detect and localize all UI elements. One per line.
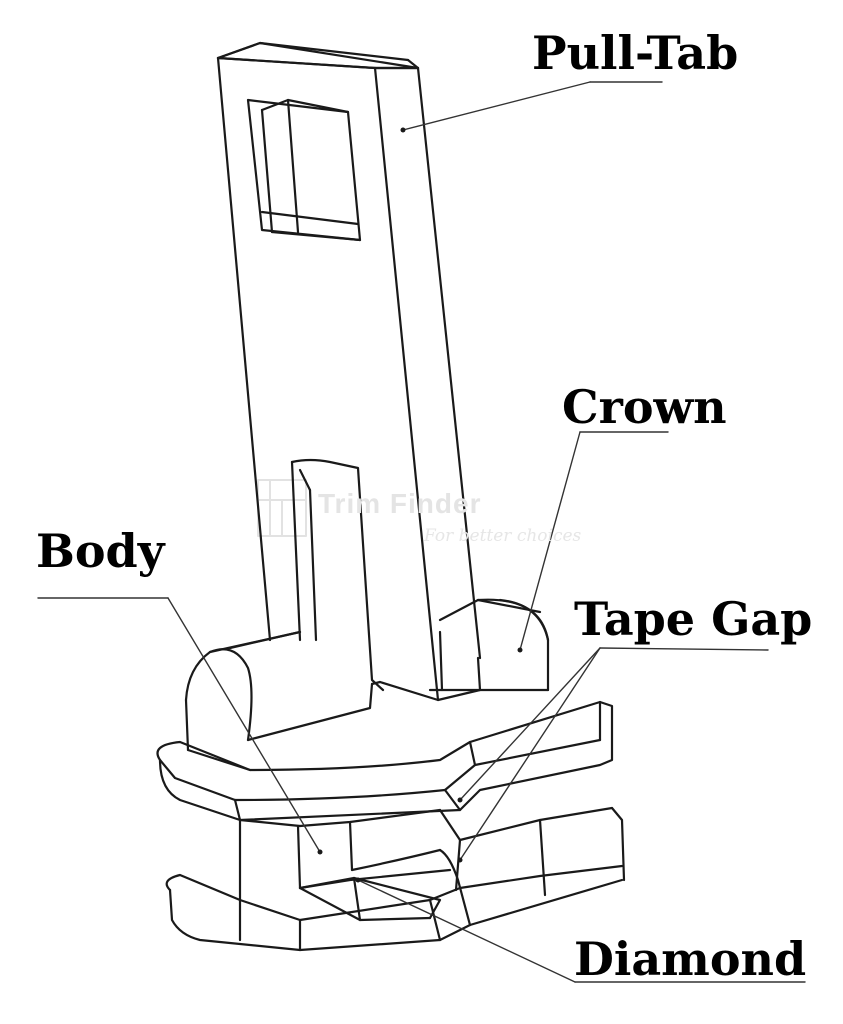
body-dot xyxy=(317,849,323,855)
watermark-logo-icon xyxy=(257,479,307,537)
watermark-tagline: For better choices xyxy=(424,526,582,546)
pull-tab-dot xyxy=(400,127,406,133)
crown-shape xyxy=(184,598,550,772)
lower-plate-shape xyxy=(165,848,624,952)
tape-gap-label: Tape Gap xyxy=(574,592,813,646)
crown-label: Crown xyxy=(562,380,727,434)
tape-gap-leader-line-1 xyxy=(459,647,601,801)
diamond-leader-line xyxy=(357,879,576,983)
diamond-label: Diamond xyxy=(574,932,807,986)
watermark-brand: Trim Finder xyxy=(318,488,482,519)
leader-dots xyxy=(317,127,523,883)
tape-gap-leader-line-2 xyxy=(459,647,601,861)
pull-tab-shape xyxy=(216,41,482,702)
leader-lines xyxy=(37,81,806,983)
diamond-dot xyxy=(355,877,361,883)
upper-plate-shape xyxy=(156,700,614,822)
pull-tab-leader-line xyxy=(402,81,591,131)
crown-leader-line xyxy=(519,431,581,651)
body-label: Body xyxy=(36,524,165,578)
diamond-shape xyxy=(298,876,442,922)
crown-dot xyxy=(517,647,523,653)
tape-gap-dot-1 xyxy=(457,797,463,803)
pull-tab-label: Pull-Tab xyxy=(532,26,739,80)
body-leader-line xyxy=(167,597,321,853)
tape-gap-underline xyxy=(599,647,769,651)
tape-gap-dot-2 xyxy=(457,857,463,863)
